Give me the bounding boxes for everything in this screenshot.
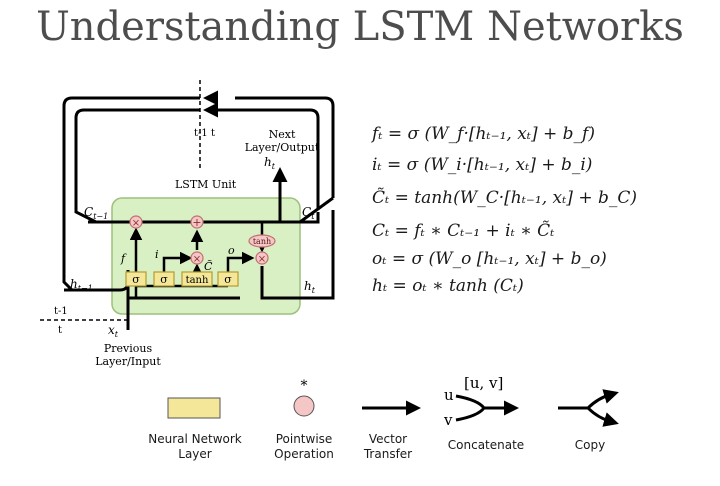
- legend-pointwise-icon: [293, 395, 315, 417]
- hidden-state-out: [260, 210, 335, 300]
- next-layer-label-2: Layer/Output: [245, 141, 320, 154]
- h-prev-label: ht−1: [70, 277, 93, 293]
- ot-line: [226, 251, 255, 272]
- time-left-top-label: t-1: [54, 306, 68, 317]
- layer-sigma-o-label: σ: [224, 273, 232, 286]
- recurrent-loop-outer-left: [62, 96, 200, 292]
- cell-state-out: [299, 196, 334, 224]
- equation-forget-gate: fₜ = σ (W_f·[hₜ₋₁, xₜ] + b_f): [372, 124, 595, 144]
- lstm-unit-label: LSTM Unit: [175, 178, 237, 191]
- op-mult-forget: [129, 215, 143, 229]
- ot-label: o: [228, 244, 235, 257]
- op-add: [190, 215, 204, 229]
- ct-tilde-label: C̃: [204, 260, 213, 273]
- layer-sigma-i: [153, 271, 175, 287]
- next-layer-label-1: Next: [269, 128, 296, 141]
- legend-pointwise-star: *: [301, 378, 308, 394]
- layer-sigma-o: [217, 271, 239, 287]
- op-mult-output-label: ×: [258, 254, 266, 265]
- legend-concatenate-label: Concatenate: [447, 438, 525, 452]
- it-label: i: [155, 248, 159, 261]
- op-mult-forget-label: ×: [132, 218, 140, 229]
- legend-vector-label: Vector Transfer: [363, 432, 413, 461]
- legend-pointwise-label: Pointwise Operation: [274, 432, 334, 461]
- op-add-label: +: [192, 216, 201, 229]
- layer-tanh: [181, 271, 213, 287]
- op-tanh: [248, 234, 276, 248]
- legend-copy-label: Copy: [574, 438, 606, 452]
- recurrent-loop-inner-left: [74, 108, 200, 224]
- page-title: Understanding LSTM Networks: [36, 4, 684, 50]
- layer-tanh-label: tanh: [186, 275, 209, 286]
- legend-nn-layer-label: Neural Network Layer: [148, 432, 242, 461]
- time-left-bottom-label: t: [58, 325, 62, 336]
- prev-layer-label-1: Previous: [104, 342, 153, 355]
- legend-copy-arrow-top: [602, 389, 619, 404]
- layer-sigma-i-label: σ: [160, 273, 168, 286]
- equation-candidate: C̃ₜ = tanh(W_C·[hₜ₋₁, xₜ] + b_C): [372, 188, 637, 208]
- legend-copy-icon: [558, 392, 613, 424]
- c-next-label: Ct: [302, 205, 315, 221]
- legend-nn-layer-icon: [167, 397, 221, 419]
- recurrent-loop-outer: [235, 96, 335, 198]
- ft-label: f: [120, 252, 127, 265]
- layer-sigma-f-label: σ: [132, 273, 140, 286]
- recurrent-loop-inner: [210, 108, 320, 210]
- equation-output-gate: oₜ = σ (W_o [hₜ₋₁, xₜ] + b_o): [372, 249, 607, 269]
- time-top-label: t-1 t: [194, 128, 215, 139]
- layer-sigma-f: [125, 271, 147, 287]
- h-next-label: ht: [304, 279, 316, 295]
- op-mult-input: [190, 251, 204, 265]
- legend-concat-v: v: [443, 411, 453, 429]
- x-in-label: xt: [108, 323, 119, 339]
- c-prev-label: Ct−1: [84, 205, 108, 221]
- op-tanh-label: tanh: [253, 237, 271, 246]
- legend-concat-label: [u, v]: [464, 374, 503, 392]
- prev-layer-label-2: Layer/Input: [95, 355, 161, 368]
- legend-concat-u: u: [444, 386, 454, 404]
- op-mult-input-label: ×: [193, 254, 201, 265]
- h-out-label: ht: [264, 155, 276, 171]
- equation-input-gate: iₜ = σ (W_i·[hₜ₋₁, xₜ] + b_i): [372, 155, 593, 175]
- legend-copy-arrow-bottom: [602, 412, 619, 427]
- equation-cell-state: Cₜ = fₜ ∗ Cₜ₋₁ + iₜ ∗ C̃ₜ: [372, 221, 555, 241]
- it-line: [162, 251, 193, 272]
- op-mult-output: [255, 251, 269, 265]
- equation-hidden-state: hₜ = oₜ ∗ tanh (Cₜ): [372, 276, 524, 296]
